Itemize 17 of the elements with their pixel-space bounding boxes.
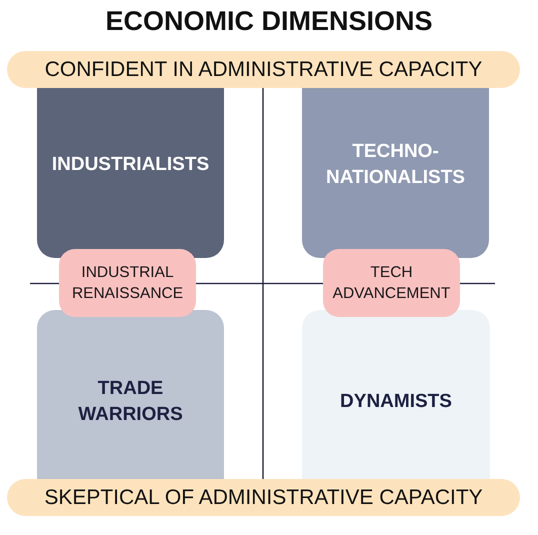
- scale-band: [7, 479, 520, 516]
- quadrant-label: TECHNO- NATIONALISTS: [325, 140, 466, 190]
- band-label: SKEPTICAL OF ADMINISTRATIVE CAPACITY: [44, 485, 483, 510]
- quadrant-panel: [302, 310, 490, 479]
- quadrant-panel: [302, 88, 489, 258]
- scale-band: [7, 51, 520, 88]
- quadrant-panel: [37, 310, 224, 479]
- title: ECONOMIC DIMENSIONS: [105, 5, 433, 37]
- overlap-tag: [59, 249, 196, 317]
- band-label: CONFIDENT IN ADMINISTRATIVE CAPACITY: [44, 57, 482, 82]
- overlap-tag: [323, 249, 460, 317]
- quadrant-label: TRADE WARRIORS: [77, 377, 184, 427]
- quadrant-panel: [37, 88, 224, 258]
- quadrant-label: INDUSTRIALISTS: [52, 153, 210, 177]
- quadrant-label: DYNAMISTS: [340, 390, 452, 414]
- tag-label: TECH ADVANCEMENT: [332, 263, 452, 304]
- tag-label: INDUSTRIAL RENAISSANCE: [70, 263, 184, 304]
